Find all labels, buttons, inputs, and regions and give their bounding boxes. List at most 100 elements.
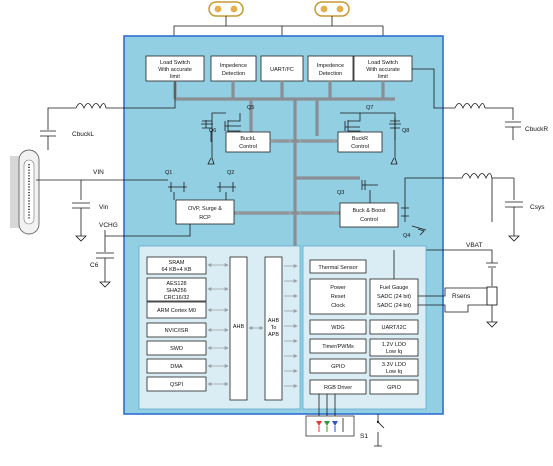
vbat-label: VBAT	[466, 242, 483, 249]
svg-text:GPIO: GPIO	[331, 364, 345, 370]
svg-text:Detection: Detection	[319, 71, 342, 77]
cin-label: Vin	[99, 204, 109, 211]
svg-text:Q4: Q4	[403, 233, 410, 239]
swd-block: SWD	[146, 340, 207, 356]
timer-pwm-block: Timer/PWMs	[309, 338, 367, 354]
svg-text:Power: Power	[330, 285, 346, 291]
transistor-q6: Q6	[201, 120, 216, 142]
svg-text:Low Iq: Low Iq	[386, 369, 402, 375]
nvic-block: NVIC/ISR	[146, 322, 207, 338]
csys-label: Csys	[530, 204, 545, 211]
rsens-label: Rsens	[452, 293, 471, 300]
svg-text:DMA: DMA	[170, 364, 183, 370]
vchg-label: VCHG	[99, 222, 118, 229]
cbuckr-label: CbuckR	[525, 126, 548, 133]
svg-text:3.3V LDO: 3.3V LDO	[382, 362, 407, 368]
buckr-control-block: BuckR Control	[337, 131, 383, 153]
svg-text:AHB: AHB	[233, 324, 245, 330]
cbuckl-label: CbuckL	[72, 131, 94, 138]
svg-text:UART/I2C: UART/I2C	[382, 325, 407, 331]
svg-text:ARM Cortex M0: ARM Cortex M0	[157, 308, 196, 314]
svg-text:Control: Control	[351, 144, 369, 150]
mcu-bus-arrows	[207, 263, 298, 388]
svg-text:SRAM: SRAM	[169, 260, 185, 266]
svg-text:SHA256: SHA256	[166, 288, 187, 294]
svg-text:BuckL: BuckL	[240, 136, 255, 142]
gpio-left-block: GPIO	[309, 358, 367, 374]
uart-i2c-top-block: UART/I²C	[260, 55, 304, 82]
svg-text:BuckR: BuckR	[352, 136, 368, 142]
svg-text:With accurate: With accurate	[158, 67, 192, 73]
svg-text:Control: Control	[239, 144, 257, 150]
top-connector-right	[314, 1, 350, 17]
buckl-control-block: BuckL Control	[225, 131, 271, 153]
svg-text:To: To	[271, 325, 277, 331]
switch-s1	[374, 414, 385, 447]
transistor-q1: Q1	[165, 170, 187, 200]
svg-text:SADC (24 bit): SADC (24 bit)	[377, 303, 411, 309]
svg-text:Q2: Q2	[227, 170, 234, 176]
s1-label: S1	[360, 433, 368, 440]
ldo-3v3-block: 3.3V LDO Low Iq	[369, 358, 419, 377]
svg-text:RCP: RCP	[199, 215, 211, 221]
svg-text:Buck & Boost: Buck & Boost	[352, 208, 385, 214]
svg-text:Thermal Sensor: Thermal Sensor	[318, 265, 357, 271]
svg-text:AHB: AHB	[268, 318, 280, 324]
svg-text:SWD: SWD	[170, 346, 183, 352]
sram-block: SRAM 64 KB+4 KB	[146, 256, 207, 275]
gpio-right-block: GPIO	[369, 379, 419, 395]
svg-text:AES128: AES128	[166, 281, 186, 287]
transistor-q5: Q5	[224, 105, 254, 140]
svg-text:1.2V LDO: 1.2V LDO	[382, 342, 407, 348]
transistor-q2: Q2	[217, 170, 236, 200]
wdg-block: WDG	[309, 319, 367, 335]
svg-text:QSPI: QSPI	[170, 382, 184, 388]
svg-text:APB: APB	[268, 332, 279, 338]
svg-text:CRC16/32: CRC16/32	[164, 295, 190, 301]
svg-text:Q3: Q3	[337, 190, 344, 196]
vin-label: VIN	[93, 169, 104, 176]
svg-text:RGB Driver: RGB Driver	[324, 385, 352, 391]
svg-text:Q7: Q7	[366, 105, 373, 111]
usb-c-connector	[10, 149, 40, 235]
svg-text:64 KB+4 KB: 64 KB+4 KB	[161, 267, 191, 273]
load-switch-right-block: Load Switch With accurate limit	[353, 55, 413, 82]
svg-text:WDG: WDG	[331, 325, 344, 331]
svg-text:Timer/PWMs: Timer/PWMs	[322, 344, 354, 350]
svg-text:UART/I²C: UART/I²C	[270, 67, 294, 73]
svg-text:OVP, Surge &: OVP, Surge &	[188, 206, 222, 212]
svg-text:Clock: Clock	[331, 303, 345, 309]
svg-text:Impedence: Impedence	[220, 63, 247, 69]
svg-text:NVIC/ISR: NVIC/ISR	[165, 328, 189, 334]
svg-text:Load Switch: Load Switch	[368, 60, 398, 66]
buck-boost-control-block: Buck & Boost Control	[339, 202, 399, 228]
rgb-led-group	[305, 394, 355, 437]
svg-text:Fuel Gauge: Fuel Gauge	[380, 285, 409, 291]
qspi-block: QSPI	[146, 376, 207, 392]
rgb-driver-block: RGB Driver	[309, 379, 367, 395]
svg-text:Low Iq: Low Iq	[386, 349, 402, 355]
control-links	[235, 139, 339, 215]
impedance-detection-left-block: Impedence Detection	[210, 55, 257, 82]
power-reset-clock-block: Power Reset Clock	[309, 278, 367, 315]
uart-i2c-block: UART/I2C	[369, 319, 419, 335]
svg-text:Q1: Q1	[165, 170, 172, 176]
rsens-resistor	[486, 286, 498, 306]
svg-text:limit: limit	[170, 74, 180, 80]
svg-text:With accurate: With accurate	[366, 67, 400, 73]
transistor-q4: Q4	[401, 205, 427, 239]
thermal-sensor-block: Thermal Sensor	[309, 259, 367, 274]
fuel-gauge-block: Fuel Gauge SADC (24 bit) SADC (24 bit)	[369, 278, 419, 315]
svg-text:limit: limit	[378, 74, 388, 80]
ldo-1v2-block: 1.2V LDO Low Iq	[369, 338, 419, 357]
svg-text:Impedence: Impedence	[317, 63, 344, 69]
load-switch-left-block: Load Switch With accurate limit	[145, 55, 205, 82]
svg-text:Reset: Reset	[331, 294, 346, 300]
svg-text:Detection: Detection	[222, 71, 245, 77]
ovp-surge-rcp-block: OVP, Surge & RCP	[175, 199, 235, 225]
svg-text:GPIO: GPIO	[387, 385, 401, 391]
svg-text:Q6: Q6	[209, 128, 216, 134]
transistor-q7: Q7	[344, 105, 373, 140]
svg-text:Q8: Q8	[402, 128, 409, 134]
